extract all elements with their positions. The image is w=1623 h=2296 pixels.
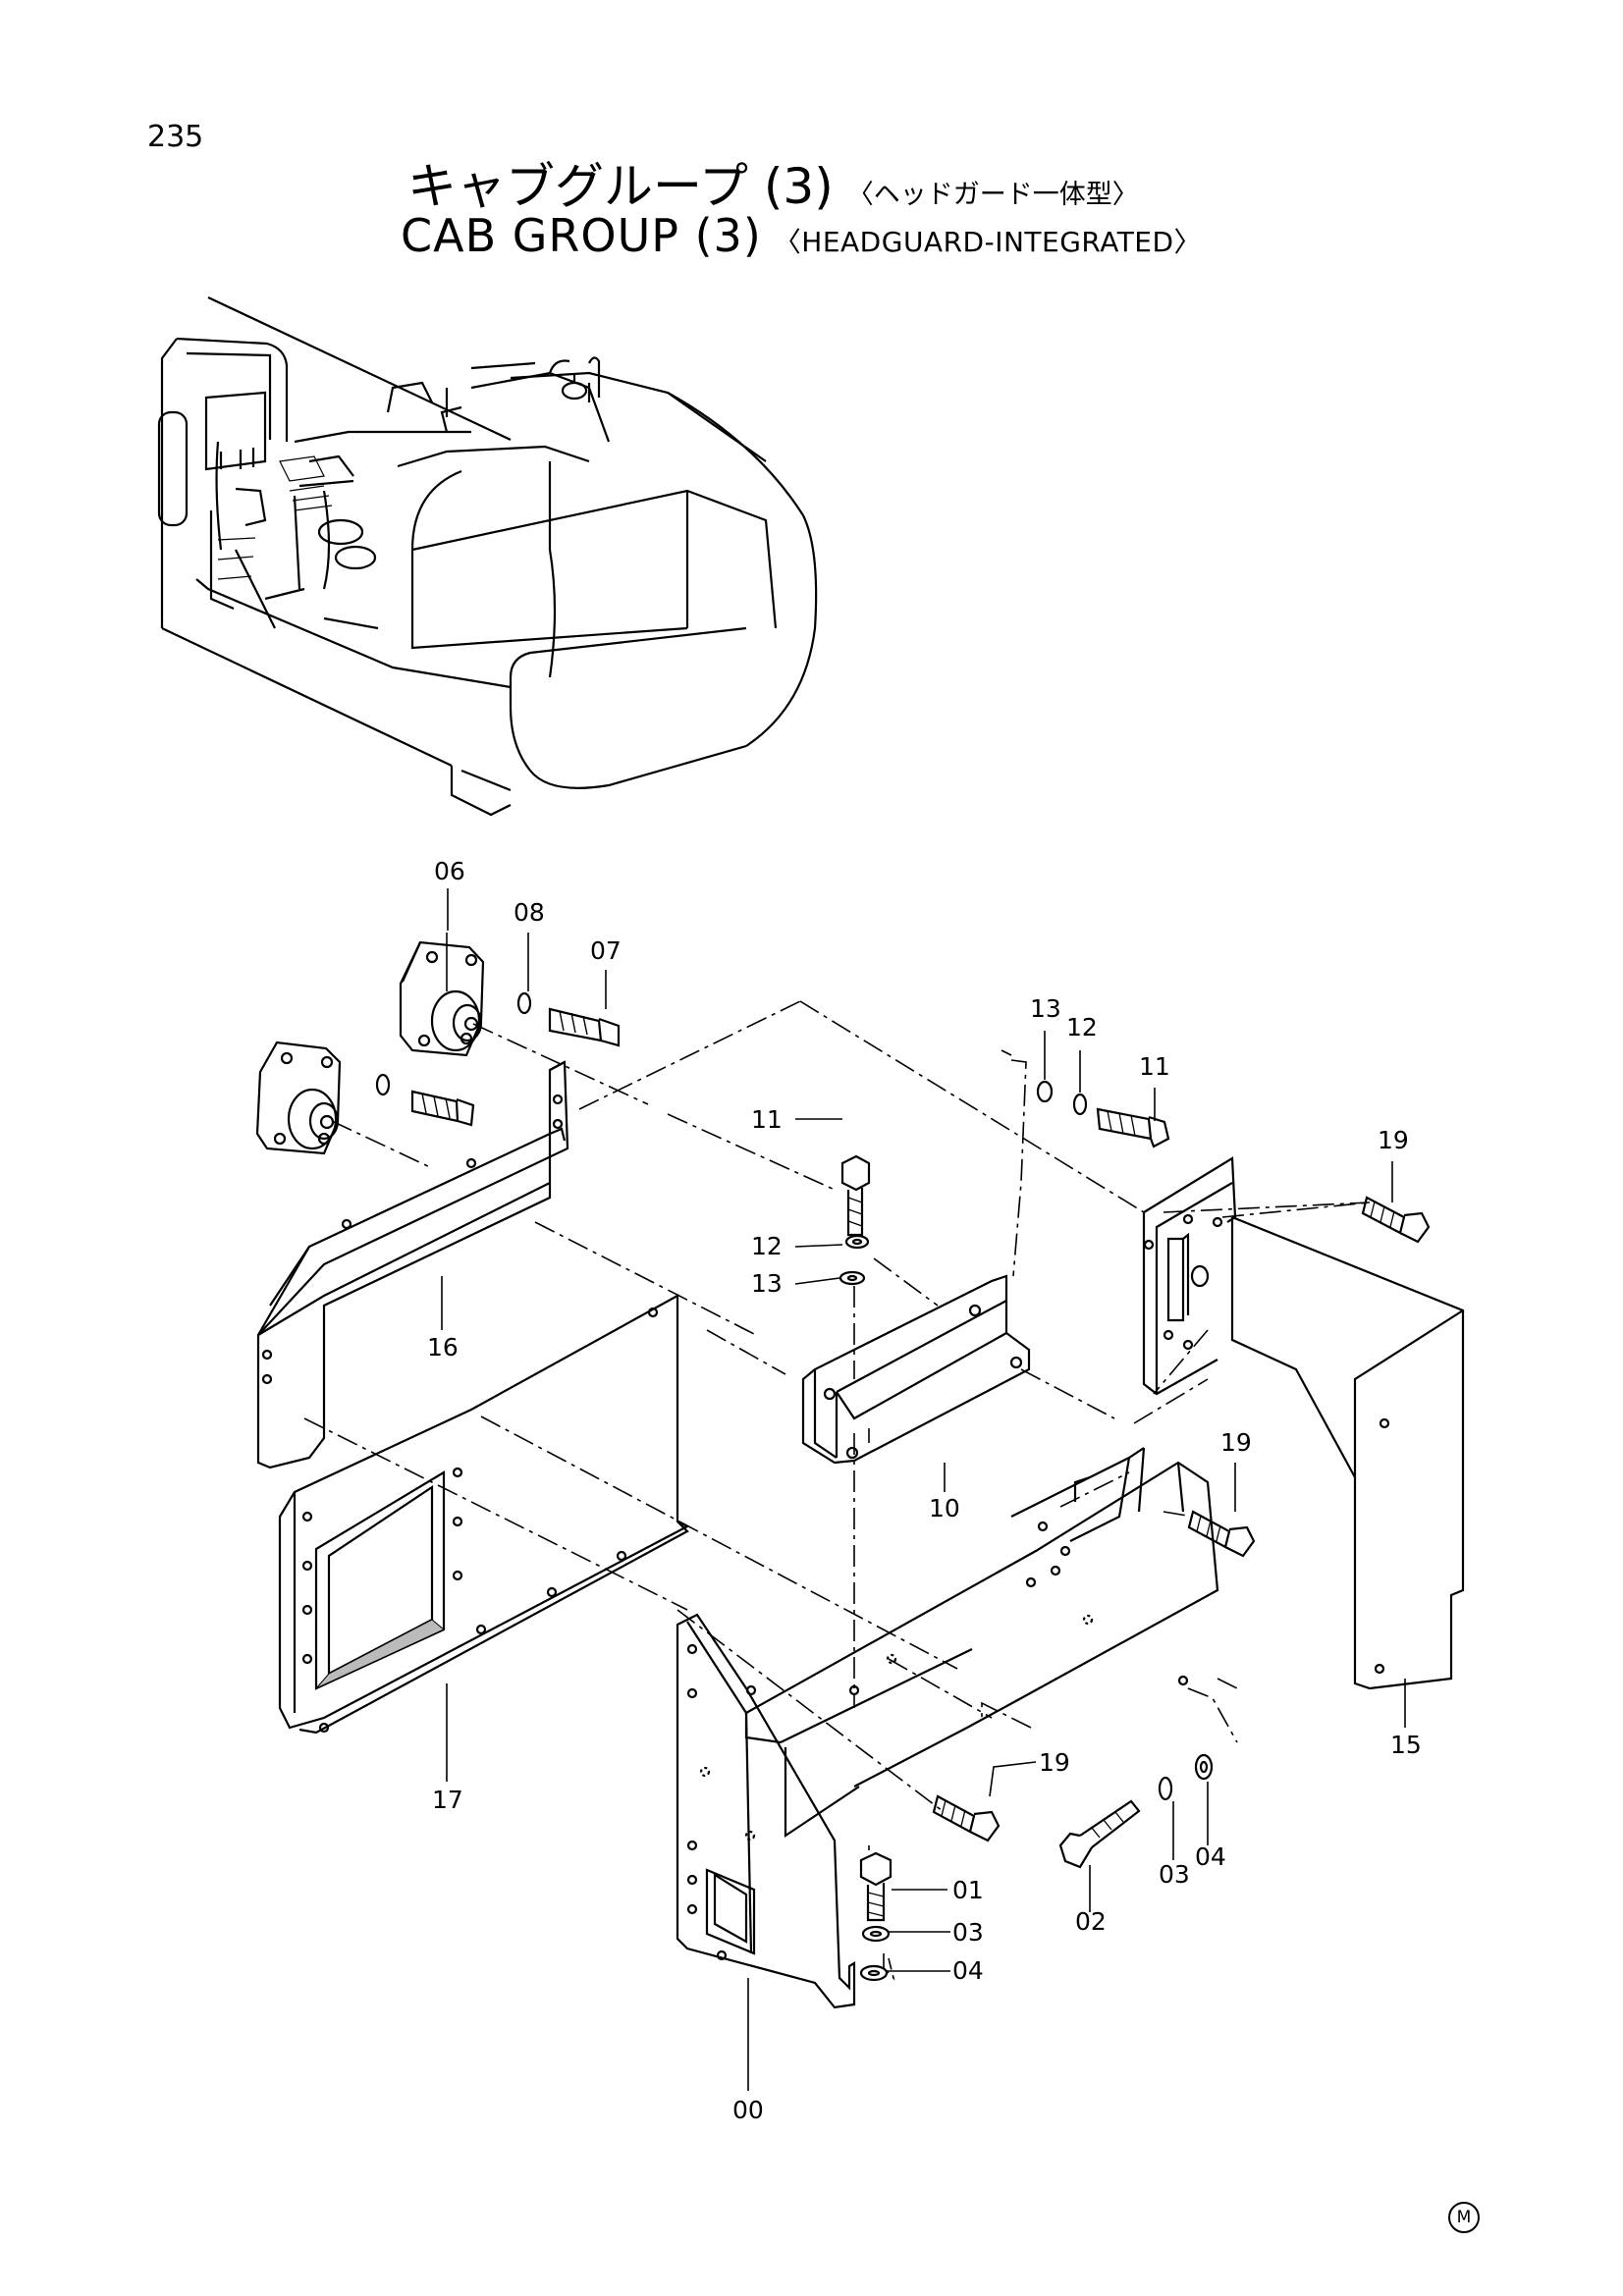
title-japanese-sub: 〈ヘッドガード一体型〉	[846, 180, 1139, 210]
mount-lower	[255, 1041, 342, 1155]
callout-02: 02	[1075, 1907, 1107, 1936]
title-english-sub: 〈HEADGUARD-INTEGRATED〉	[773, 226, 1203, 258]
m-mark: M	[1448, 2202, 1480, 2233]
mount-upper	[399, 933, 485, 1057]
callout-04-bottom: 04	[952, 1956, 984, 1985]
bolt-02	[1058, 1799, 1141, 1869]
title-japanese: キャブグループ (3) 〈ヘッドガード一体型〉	[407, 147, 1139, 218]
washer-04-right	[1194, 1753, 1214, 1781]
title-english: CAB GROUP (3) 〈HEADGUARD-INTEGRATED〉	[401, 209, 1202, 262]
washer-13-right	[1036, 1080, 1054, 1103]
callout-12-center: 12	[751, 1232, 783, 1260]
bolt-19-middle	[1187, 1510, 1256, 1558]
washer-12-center	[844, 1234, 870, 1250]
washer-03-right	[1158, 1776, 1173, 1801]
mount-hardware	[375, 991, 621, 1127]
callout-11-upper: 11	[1139, 1052, 1170, 1081]
callout-15: 15	[1390, 1731, 1422, 1759]
title-japanese-main: キャブグループ (3)	[407, 158, 834, 215]
callout-19-lower: 19	[1039, 1748, 1070, 1777]
bolt-01	[859, 1851, 893, 1922]
callout-labels: 06 08 07 13 12 11 11 12 13 19 19 19 16 1…	[427, 857, 1422, 2124]
callout-13-center: 13	[751, 1269, 783, 1298]
callout-13-upper: 13	[1030, 994, 1061, 1023]
callout-03-bottom: 03	[952, 1918, 984, 1947]
callout-04-right: 04	[1195, 1842, 1226, 1871]
leader-lines	[441, 888, 1406, 2091]
callout-11-center: 11	[751, 1105, 783, 1134]
washer-12-right	[1072, 1093, 1088, 1116]
callout-06: 06	[434, 857, 465, 885]
callout-12-upper: 12	[1066, 1013, 1098, 1041]
callout-10: 10	[929, 1494, 960, 1522]
title-english-main: CAB GROUP (3)	[401, 209, 762, 262]
callout-08: 08	[514, 898, 545, 927]
side-plate-16	[256, 1060, 569, 1469]
washer-03-bottom	[861, 1925, 891, 1943]
callout-19-middle: 19	[1220, 1428, 1252, 1457]
bolt-19-upper	[1361, 1196, 1431, 1244]
callout-17: 17	[432, 1786, 463, 1814]
assembly-lines	[303, 1000, 1371, 1981]
callout-16: 16	[427, 1333, 459, 1362]
bolt-11-center	[840, 1154, 871, 1237]
base-frame-00	[676, 1447, 1219, 2009]
bolt-11-right	[1096, 1107, 1170, 1148]
callout-19-upper: 19	[1378, 1126, 1409, 1154]
bracket-10	[801, 1274, 1031, 1465]
washer-04-bottom	[859, 1964, 889, 1982]
callout-07: 07	[590, 936, 622, 965]
bolt-19-lower	[932, 1794, 1001, 1842]
machine-overview-illustration	[157, 296, 818, 817]
callout-03-right: 03	[1159, 1860, 1190, 1889]
side-panel-15	[1142, 1156, 1465, 1690]
front-panel-17	[278, 1294, 690, 1735]
page-number: 235	[147, 120, 204, 154]
callout-01: 01	[952, 1876, 984, 1904]
washer-13-center	[839, 1270, 866, 1286]
callout-00: 00	[732, 2096, 764, 2124]
